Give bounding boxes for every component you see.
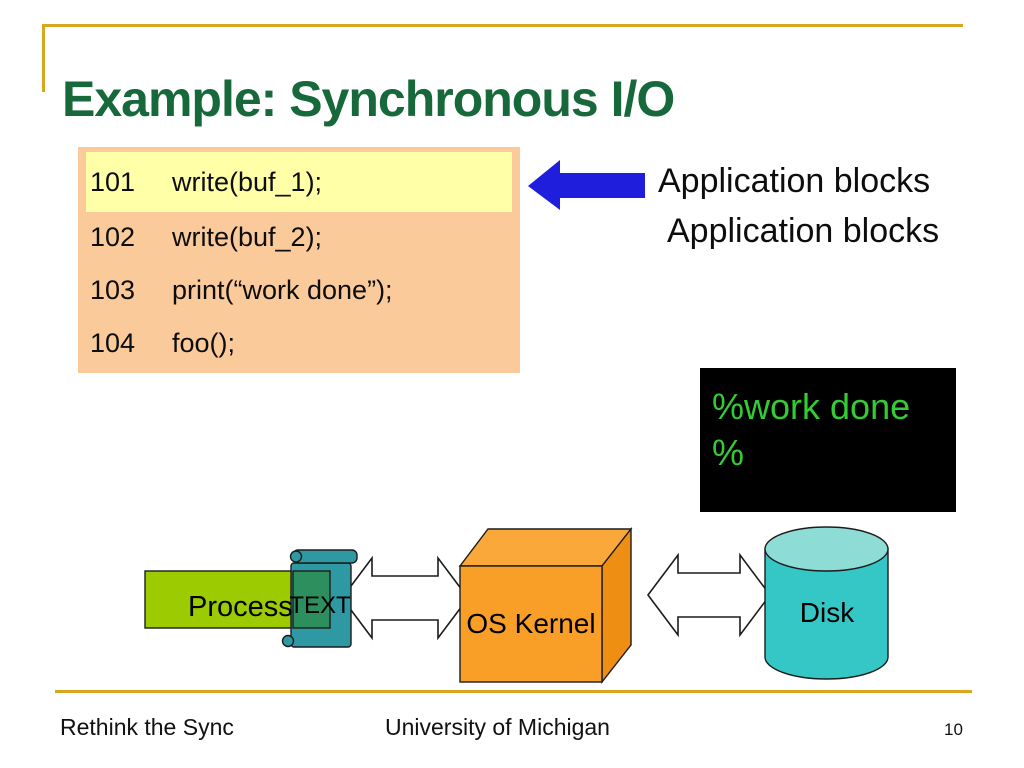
line-code: write(buf_2); [172, 221, 323, 252]
page-number: 10 [944, 720, 963, 739]
code-line: 102 write(buf_2); [78, 212, 520, 262]
line-number: 104 [90, 327, 136, 358]
line-number: 101 [90, 166, 136, 197]
disk-cylinder [764, 526, 889, 680]
terminal-window: %work done % [700, 368, 956, 512]
line-number: 102 [90, 221, 136, 252]
code-line: 103 print(“work done”); [78, 265, 520, 315]
double-arrow-right-icon [647, 552, 771, 638]
kernel-label: OS Kernel [466, 608, 595, 639]
terminal-prompt: % [712, 432, 745, 473]
process-label: Process [188, 591, 293, 623]
footer-institution: University of Michigan [385, 714, 610, 740]
code-block: 101 write(buf_1); 102 write(buf_2); 103 … [78, 147, 520, 373]
os-kernel-box [458, 526, 633, 685]
page-title: Example: Synchronous I/O [62, 70, 675, 127]
footer-rule [55, 690, 972, 693]
text-scroll-icon [281, 549, 358, 648]
footer-project-name: Rethink the Sync [60, 714, 234, 740]
line-number: 103 [90, 274, 136, 305]
application-blocks-label: Application blocks [658, 162, 931, 200]
terminal-output: %work done [712, 386, 911, 427]
io-diagram: Process TEXT OS Kernel Disk [144, 526, 889, 685]
code-line-highlighted: 101 write(buf_1); [86, 152, 512, 212]
code-line: 104 foo(); [78, 318, 520, 368]
left-rule [42, 24, 45, 92]
double-arrow-left-icon [341, 555, 469, 641]
top-rule [42, 24, 963, 27]
line-code: print(“work done”); [172, 274, 393, 305]
line-code: foo(); [172, 327, 236, 358]
application-blocks-label: Application blocks [667, 212, 940, 250]
line-code: write(buf_1); [172, 166, 323, 197]
scroll-label: TEXT [289, 592, 351, 619]
blocked-arrow-icon [528, 160, 645, 210]
disk-label: Disk [800, 597, 855, 628]
